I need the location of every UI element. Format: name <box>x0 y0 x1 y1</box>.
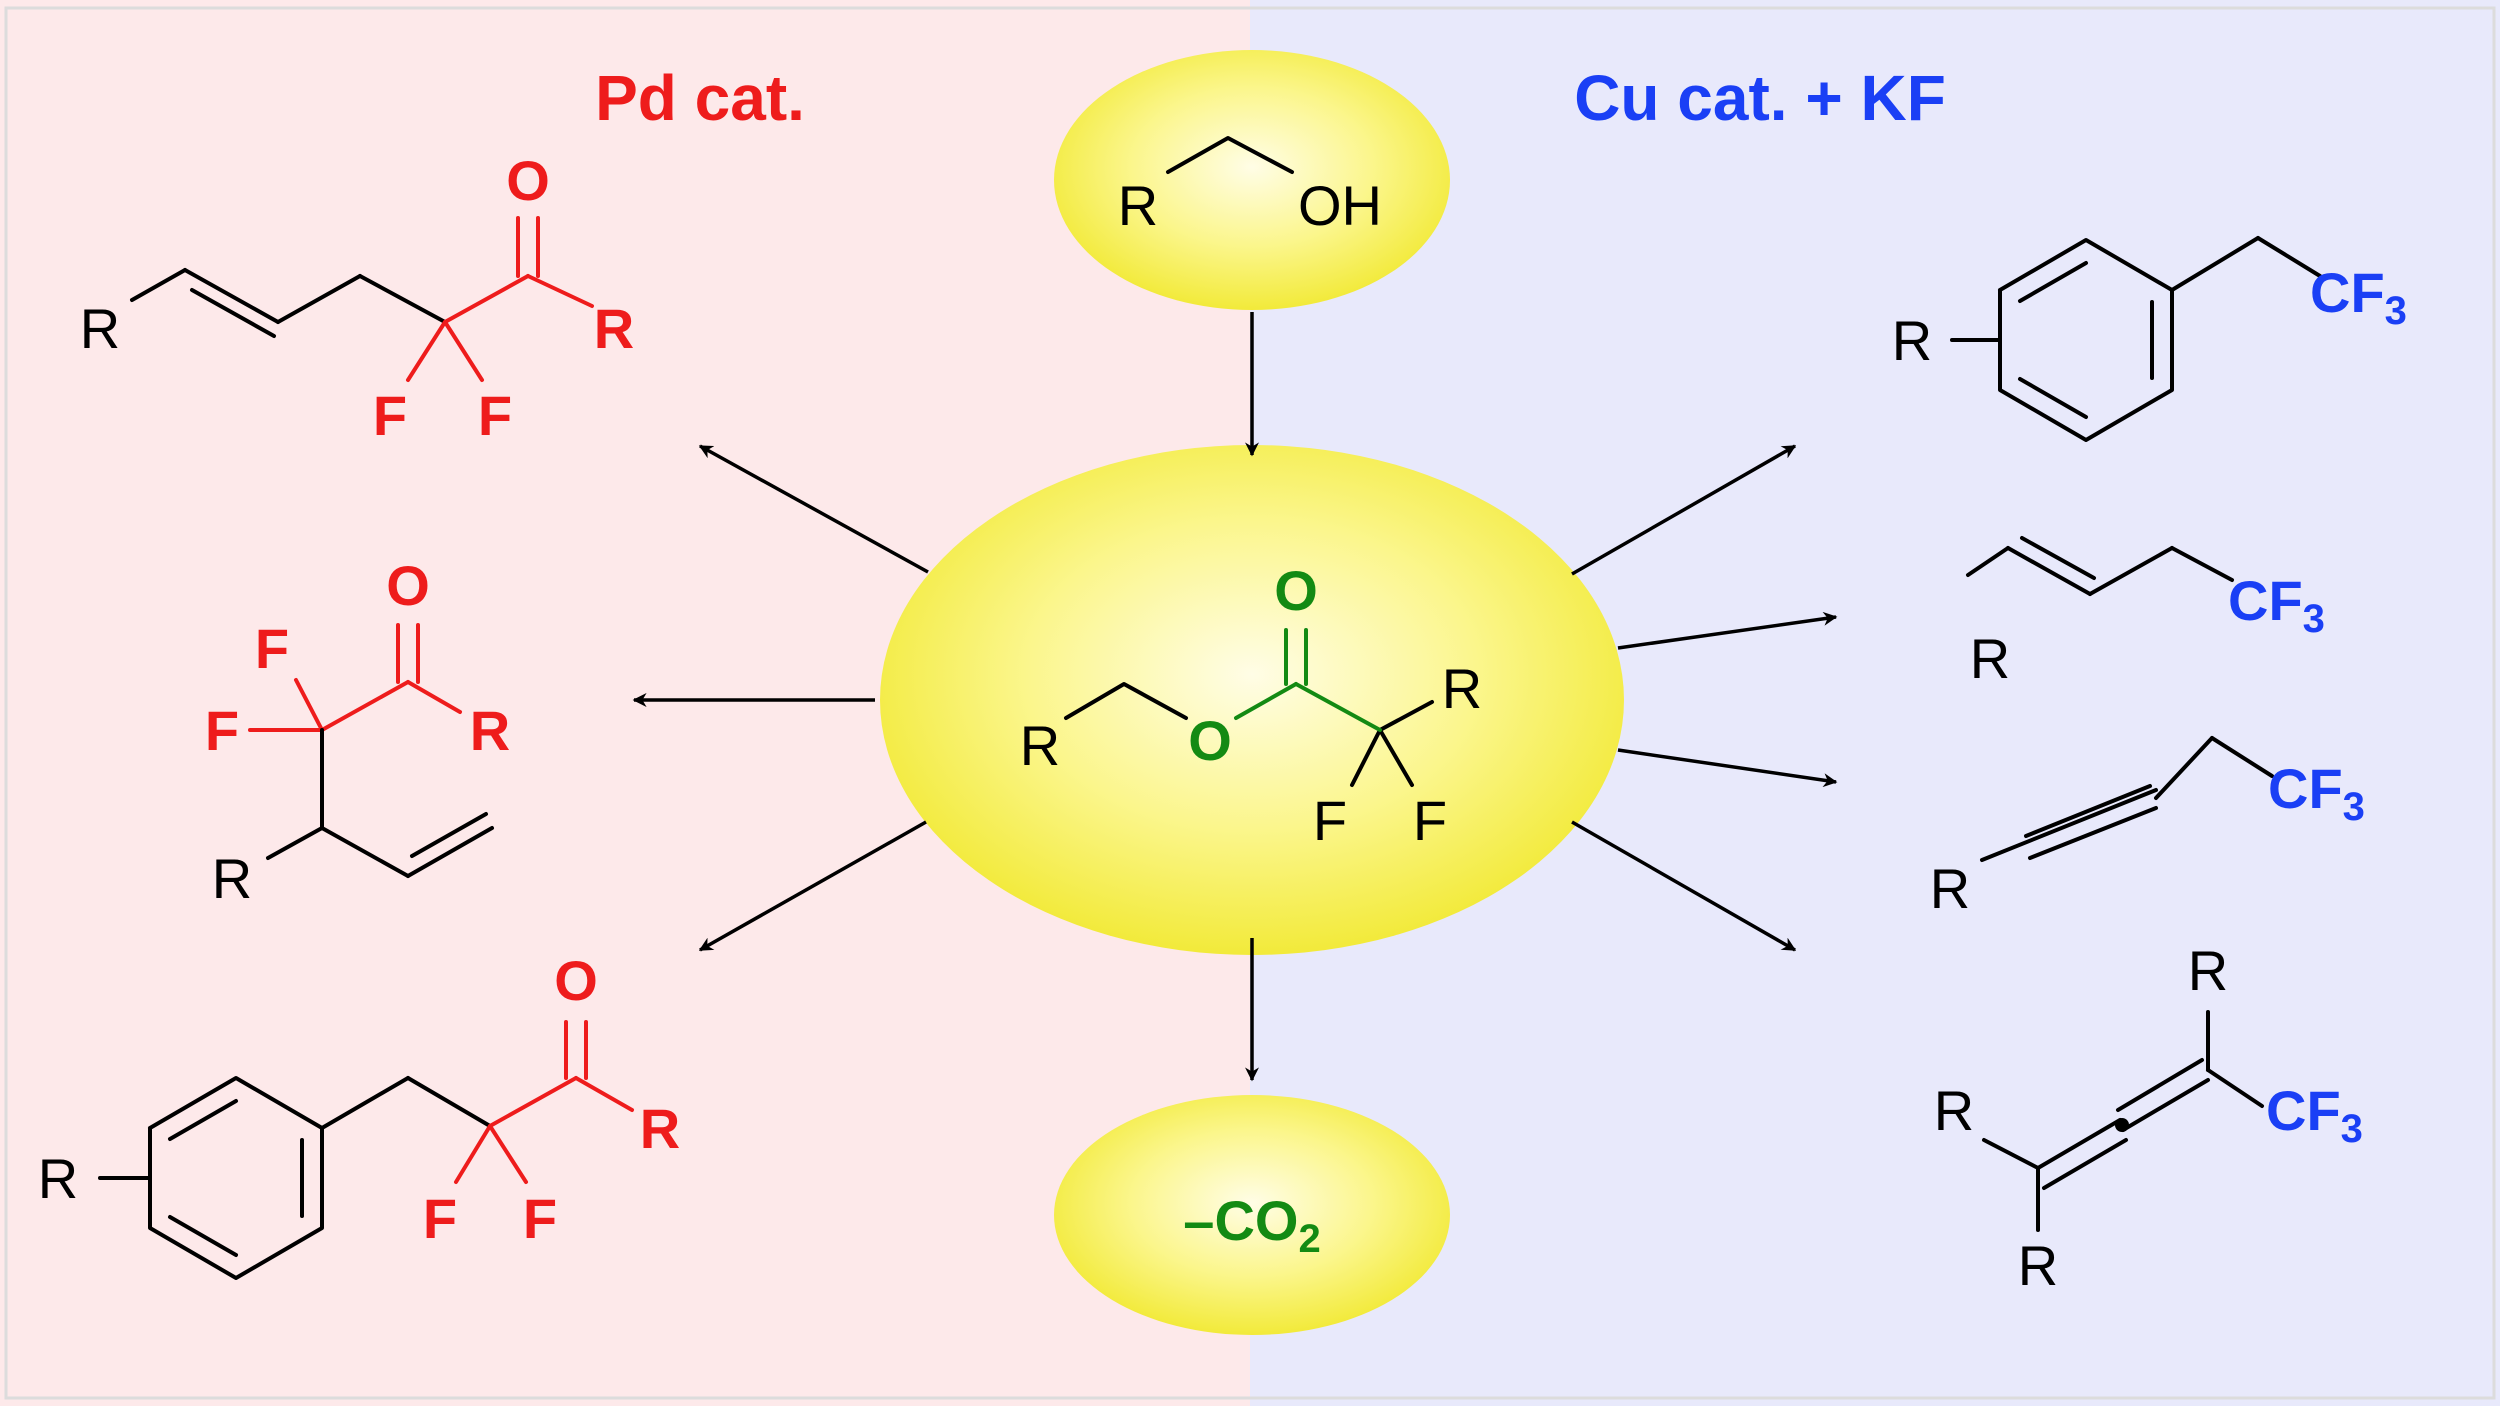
pd-product-1-fluorine-2-label: F <box>478 384 512 447</box>
scheme-border <box>4 6 2496 1400</box>
pd-product-2-fluorine-left-label: F <box>205 699 239 762</box>
pd-product-1-r-left-label: R <box>80 297 120 360</box>
pd-product-difluoroketone-alkene: R O R F F <box>80 149 634 447</box>
pd-product-1-r-right-label: R <box>594 297 634 360</box>
cu-product-3-cf3-label: CF3 <box>2268 757 2365 829</box>
cu-product-4-r-top-label: R <box>2188 939 2228 1002</box>
arrow-to-cu-product-2 <box>1617 611 1838 650</box>
alcohol-r-label: R <box>1118 174 1158 237</box>
cu-product-3-r-label: R <box>1930 857 1970 920</box>
cu-product-4-r-bottom-label: R <box>2018 1234 2058 1297</box>
pd-product-3-r-right-label: R <box>640 1097 680 1160</box>
cu-product-1-cf3-label: CF3 <box>2310 261 2407 333</box>
ester-carbonyl-o-label: O <box>1274 559 1318 622</box>
cu-product-benzyl-cf3: R CF3 <box>1892 236 2407 442</box>
arrow-to-pd-product-3 <box>698 820 927 952</box>
ester-r-left-label: R <box>1020 714 1060 777</box>
alcohol-oh-label: OH <box>1298 174 1382 237</box>
arrow-to-pd-product-1 <box>698 444 929 574</box>
pd-product-3-fluorine-1-label: F <box>423 1187 457 1250</box>
cu-product-4-cf3-label: CF3 <box>2266 1079 2363 1151</box>
pd-product-2-r-bottom-label: R <box>212 847 252 910</box>
arrow-to-cu-product-4 <box>1571 820 1797 952</box>
cu-product-propargyl-cf3: R CF3 <box>1930 736 2365 920</box>
pd-product-3-r-ring-label: R <box>38 1147 78 1210</box>
arrow-to-cu-product-1 <box>1571 444 1797 576</box>
byproduct-ellipse <box>1054 1095 1450 1335</box>
cu-product-allene-cf3: R R R CF3 <box>1934 939 2363 1297</box>
ester-r-right-label: R <box>1442 657 1482 720</box>
cu-product-2-r-label: R <box>1970 627 2010 690</box>
pd-product-1-o-label: O <box>506 149 550 212</box>
pd-catalyst-header: Pd cat. <box>595 62 805 134</box>
cu-product-2-cf3-label: CF3 <box>2228 569 2325 641</box>
pd-product-2-fluorine-top-label: F <box>255 617 289 680</box>
co2-loss-label: –CO2 <box>1183 1189 1320 1261</box>
pd-product-3-o-label: O <box>554 949 598 1012</box>
cu-product-1-r-ring-label: R <box>1892 309 1932 372</box>
allene-center-dot <box>2115 1118 2129 1132</box>
ester-ether-o-label: O <box>1188 709 1232 772</box>
pd-product-2-o-label: O <box>386 554 430 617</box>
pd-product-3-fluorine-2-label: F <box>523 1187 557 1250</box>
cu-catalyst-header: Cu cat. + KF <box>1574 62 1946 134</box>
ester-fluorine-2-label: F <box>1413 789 1447 852</box>
cu-product-allyl-cf3: R CF3 <box>1966 536 2325 690</box>
ester-structure: O R O R F F <box>1020 559 1482 852</box>
cu-product-4-r-left-label: R <box>1934 1079 1974 1142</box>
pd-product-branched-difluoroketone: O F F R R <box>205 554 510 910</box>
alcohol-ellipse <box>1054 50 1450 310</box>
pd-product-2-r-right-label: R <box>470 699 510 762</box>
arrow-to-cu-product-3 <box>1617 748 1838 788</box>
ester-ellipse <box>880 445 1624 955</box>
pd-product-benzyl-difluoroketone: R O R F F <box>38 949 680 1280</box>
reaction-arrows <box>632 312 1838 1082</box>
pd-product-1-fluorine-1-label: F <box>373 384 407 447</box>
alcohol-structure: R OH <box>1118 136 1382 237</box>
ester-fluorine-1-label: F <box>1313 789 1347 852</box>
